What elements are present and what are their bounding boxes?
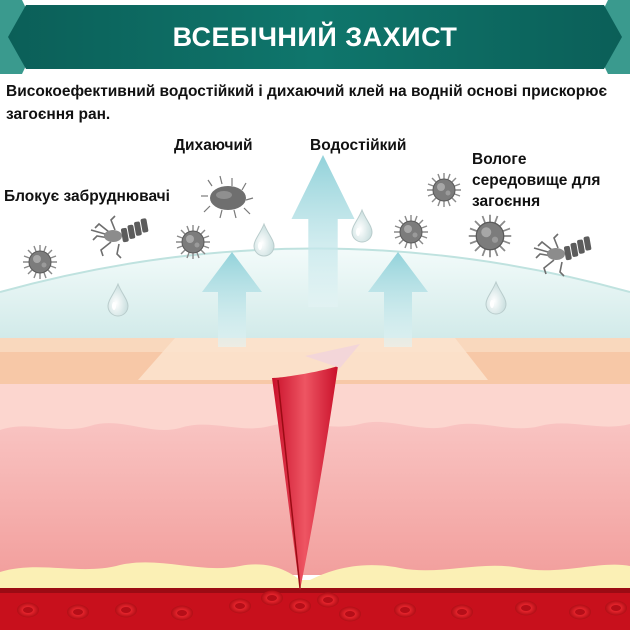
blood-cell-icon [17, 602, 39, 618]
blood-cell-icon [569, 604, 591, 620]
blood-cell-icon [451, 604, 473, 620]
dust-mite-icon [533, 233, 593, 277]
description-text: Високоефективний водостійкий і дихаючий … [6, 83, 608, 123]
bacteria-icon [200, 175, 254, 219]
virus-icon [175, 224, 211, 260]
virus-icon [467, 213, 513, 259]
banner-background [0, 0, 630, 74]
label-breathable: Дихаючий [174, 137, 253, 154]
virus-icon [22, 244, 58, 280]
blood-cell-icon [229, 598, 251, 614]
blood-cell-icon [261, 590, 283, 606]
blood-cell-icon [317, 592, 339, 608]
fat-layer [0, 562, 630, 595]
blood-cell-icon [171, 605, 193, 621]
virus-icon [393, 214, 429, 250]
blood-cell-icon [115, 602, 137, 618]
blood-cell-icon [289, 598, 311, 614]
water-drop-icon [351, 209, 373, 243]
wound-cut [272, 366, 338, 590]
water-drop-icon [253, 223, 275, 257]
label-waterproof: Водостійкий [310, 137, 407, 154]
label-blocks-contaminants: Блокує забруднювачі [4, 188, 170, 205]
virus-icon [426, 172, 462, 208]
blood-cell-icon [67, 604, 89, 620]
blood-cell-icon [339, 606, 361, 622]
banner-title: ВСЕБІЧНИЙ ЗАХИСТ [172, 21, 458, 52]
header-banner: ВСЕБІЧНИЙ ЗАХИСТ [0, 0, 630, 74]
label-moist-environment: Вологе середовище для загоєння [472, 151, 601, 210]
blood-cell-icon [394, 602, 416, 618]
dust-mite-icon [90, 215, 150, 259]
blood-cell-icon [515, 600, 537, 616]
blood-cell-icon [605, 600, 627, 616]
